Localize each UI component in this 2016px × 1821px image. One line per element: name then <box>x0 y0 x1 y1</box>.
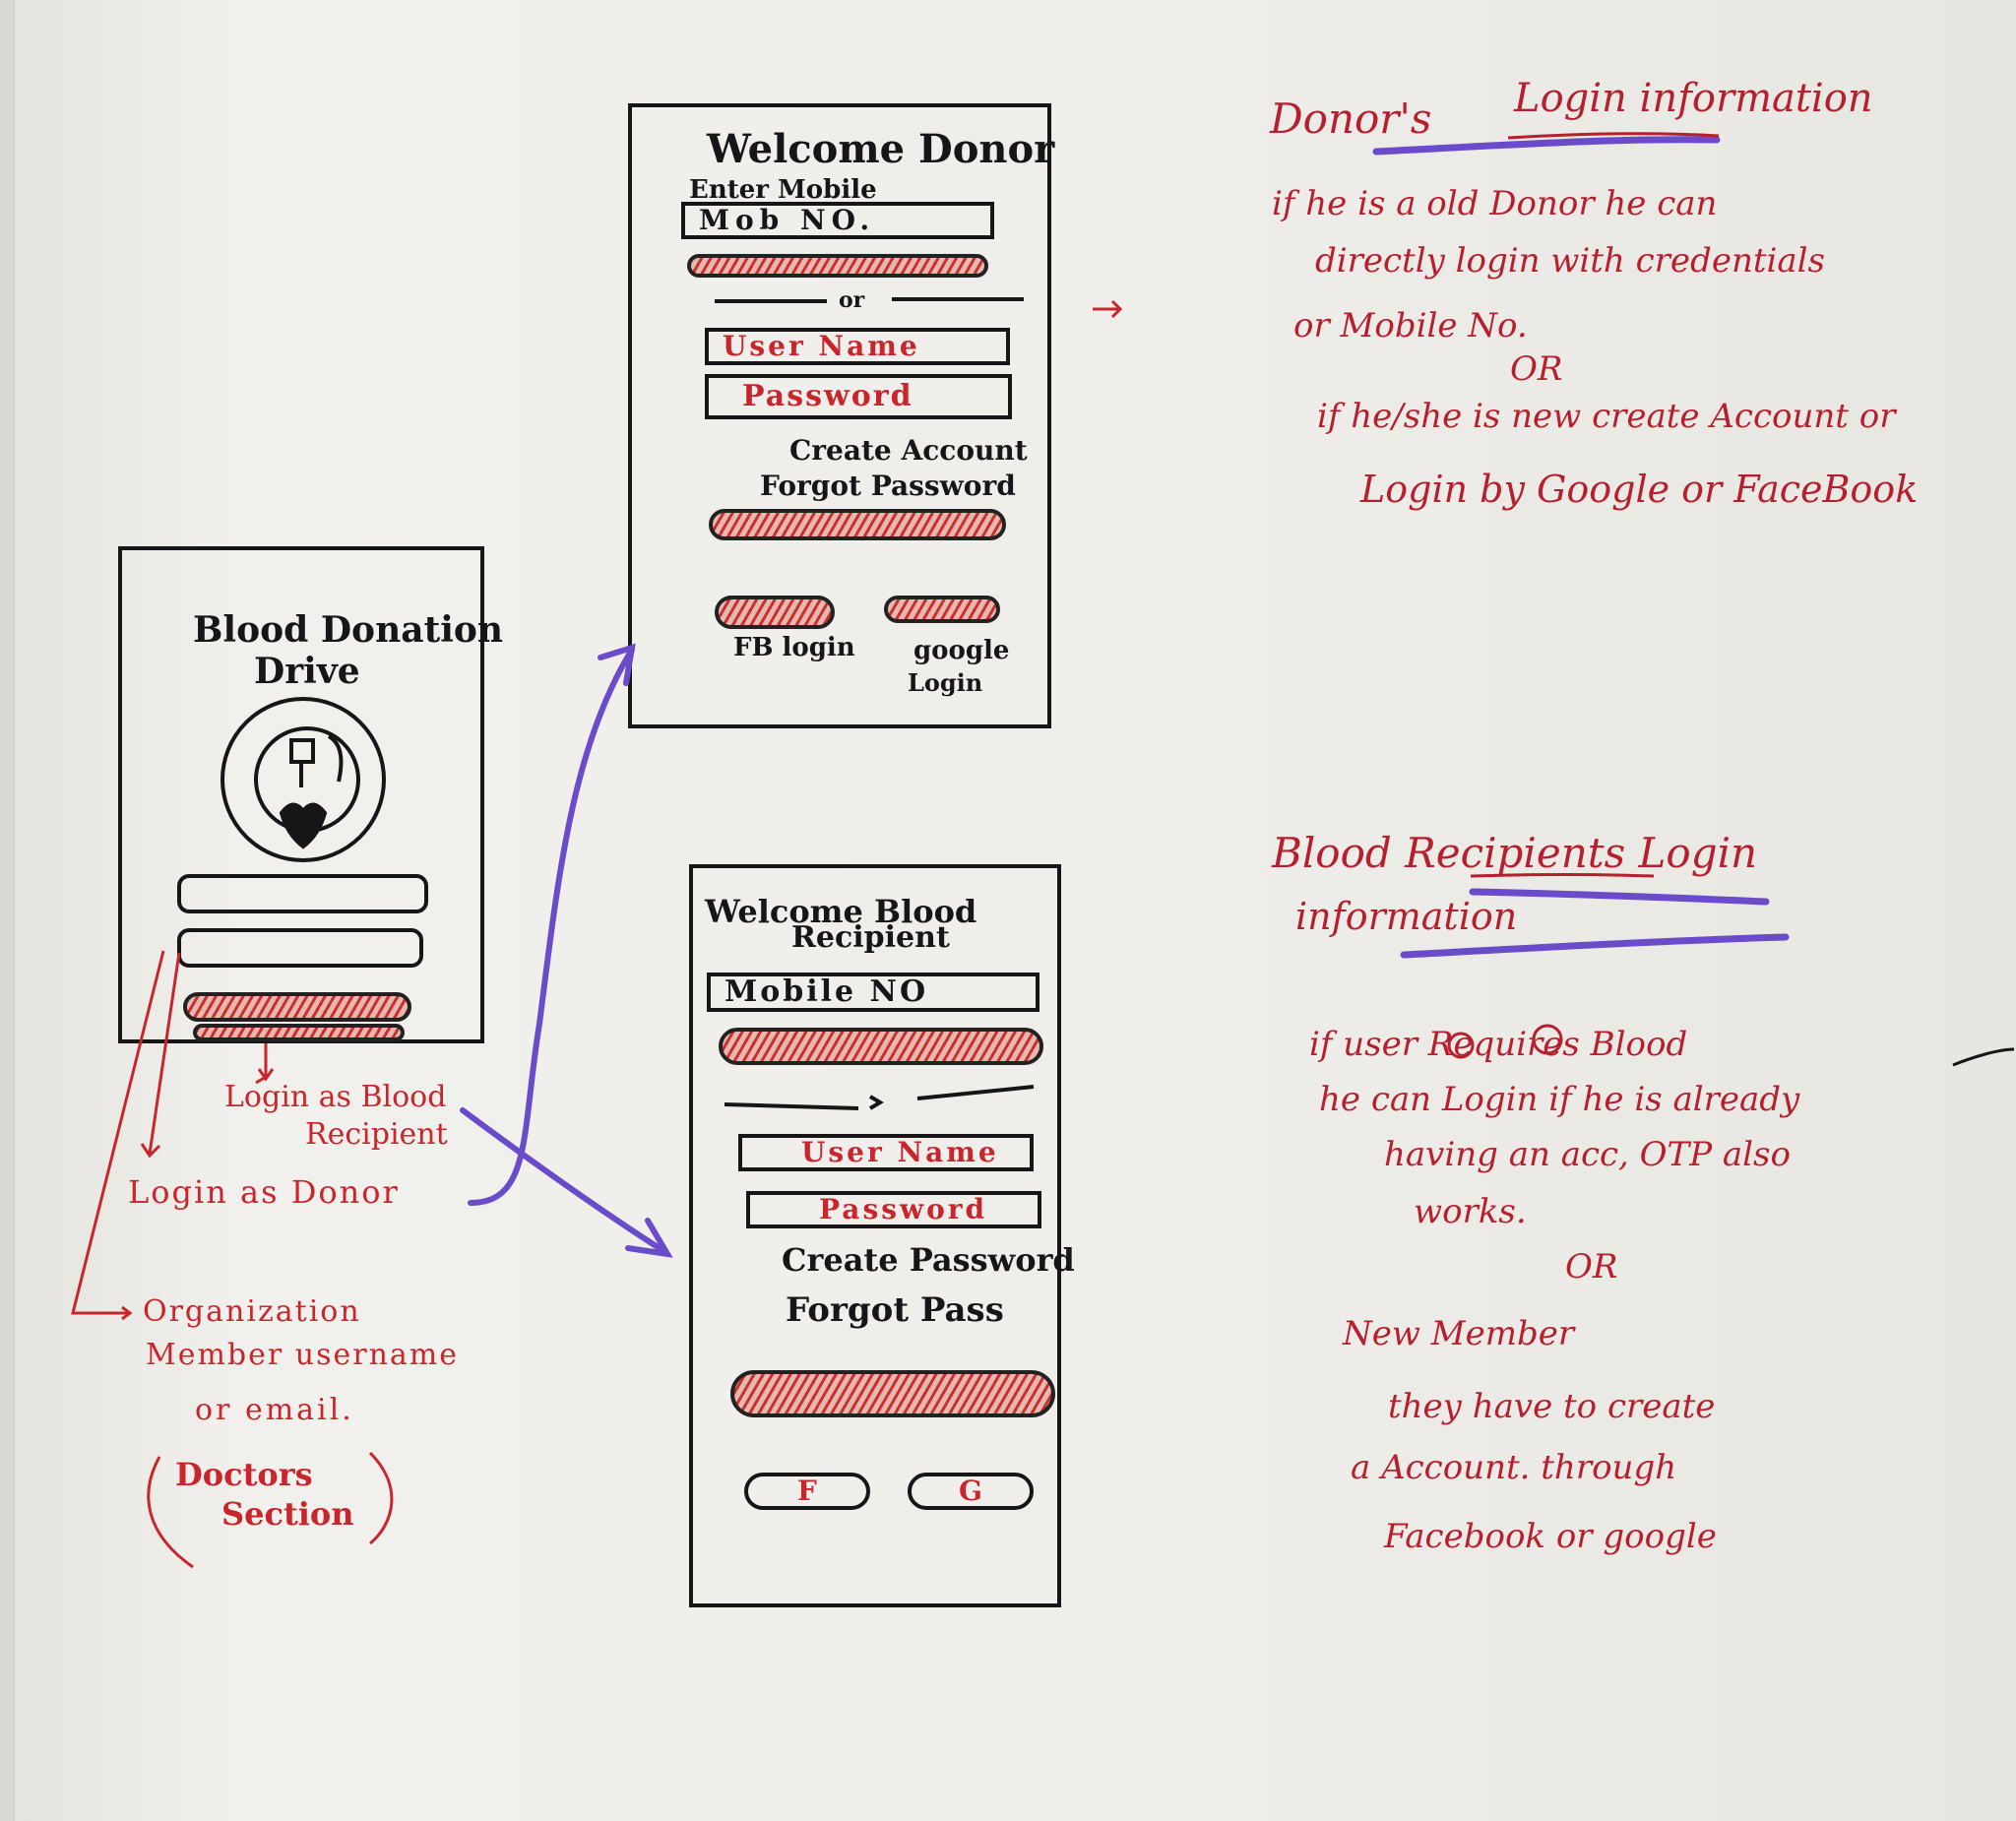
recipient-notes-line-1: if user Requires Blood <box>1309 1025 1688 1064</box>
paper-edge <box>0 0 15 1821</box>
donor-google-login-button[interactable] <box>884 596 1000 623</box>
donor-password-field[interactable]: Password <box>705 374 1012 419</box>
donor-notes-line-5: if he/she is new create Account or <box>1317 397 1896 436</box>
recipient-notes-line-2: he can Login if he is already <box>1319 1080 1800 1119</box>
donor-fb-login-button[interactable] <box>715 596 835 629</box>
doctors-section-line1[interactable]: Doctors <box>175 1456 313 1493</box>
recipient-fb-button[interactable]: F <box>744 1473 870 1510</box>
main-screen-frame <box>118 546 484 1043</box>
recipient-notes-line-9: Facebook or google <box>1384 1517 1717 1556</box>
recipient-notes-line-6: New Member <box>1343 1314 1575 1353</box>
recipient-screen-frame <box>689 864 1061 1607</box>
recipient-password-field[interactable]: Password <box>746 1191 1041 1228</box>
edge-stroke <box>1952 1047 2015 1067</box>
org-member-line3: or email. <box>195 1393 354 1427</box>
heading-underlines <box>1372 136 1790 959</box>
scribble-marks <box>1447 1024 1563 1059</box>
recipient-notes-line-5: OR <box>1565 1247 1618 1287</box>
donor-login-button[interactable] <box>709 509 1006 540</box>
donor-create-account-link[interactable]: Create Account <box>789 434 1028 467</box>
recipient-username-placeholder: User Name <box>801 1136 999 1168</box>
donor-google-label-line2: Login <box>908 668 983 697</box>
donor-send-otp-button[interactable] <box>687 254 988 278</box>
donor-forgot-password-link[interactable]: Forgot Password <box>760 470 1016 502</box>
recipient-notes-line-4: works. <box>1414 1192 1527 1231</box>
donor-fb-login-label: FB login <box>733 633 855 662</box>
recipient-create-password-link[interactable]: Create Password <box>782 1241 1075 1279</box>
donor-divider-lines <box>715 297 1024 303</box>
small-arrow-icon <box>1093 299 1123 319</box>
donor-password-placeholder: Password <box>742 379 914 413</box>
donor-google-label-line1: google <box>914 636 1010 665</box>
org-member-line1[interactable]: Organization <box>143 1294 361 1329</box>
recipient-login-button[interactable] <box>730 1370 1055 1417</box>
donor-mobile-placeholder: Mob NO. <box>699 204 876 236</box>
donor-enter-mobile-label: Enter Mobile <box>689 175 877 205</box>
main-screen-title-line2: Drive <box>254 651 360 692</box>
recipient-mobile-field[interactable]: Mobile NO <box>707 973 1040 1012</box>
main-screen-title-line1: Blood Donation <box>193 609 504 651</box>
donor-notes-heading-part1: Donor's <box>1270 94 1432 143</box>
recipient-notes-heading-line1: Blood Recipients Login <box>1272 829 1758 877</box>
donor-notes-heading-part2: Login information <box>1514 76 1873 121</box>
recipient-title-line1: Welcome Blood <box>705 893 977 930</box>
recipient-notes-line-8: a Account. through <box>1351 1448 1677 1487</box>
arrow-donor-to-donor-screen <box>468 643 636 1206</box>
blood-drop-logo-icon <box>220 697 386 862</box>
donor-notes-line-4: OR <box>1510 349 1563 389</box>
donor-username-field[interactable]: User Name <box>705 328 1010 365</box>
recipient-password-placeholder: Password <box>819 1193 988 1225</box>
heading-underline-red <box>1470 132 1720 878</box>
donor-screen-frame <box>628 103 1051 728</box>
recipient-google-letter: G <box>959 1475 982 1507</box>
recipient-username-field[interactable]: User Name <box>738 1134 1034 1171</box>
recipient-notes-line-3: having an acc, OTP also <box>1384 1135 1791 1174</box>
main-input-2[interactable] <box>177 928 423 968</box>
recipient-google-button[interactable]: G <box>908 1473 1034 1510</box>
recipient-title-line2: Recipient <box>791 920 950 955</box>
main-input-1[interactable] <box>177 874 428 913</box>
main-screen-connectors <box>71 950 394 1569</box>
recipient-send-otp-button[interactable] <box>719 1028 1043 1065</box>
recipient-notes-heading-line2: information <box>1295 895 1518 938</box>
doctors-section-line2: Section <box>221 1495 354 1533</box>
recipient-forgot-password-link[interactable]: Forgot Pass <box>786 1290 1004 1330</box>
donor-screen-title: Welcome Donor <box>707 126 1055 172</box>
donor-notes-line-6: Login by Google or FaceBook <box>1360 468 1919 511</box>
recipient-divider-lines <box>724 1085 1035 1110</box>
donor-notes-line-2: directly login with credentials <box>1315 241 1825 281</box>
recipient-fb-letter: F <box>797 1475 817 1507</box>
recipient-mobile-placeholder: Mobile NO <box>724 974 929 1009</box>
login-as-donor-label[interactable]: Login as Donor <box>128 1173 400 1211</box>
donor-or-divider: or <box>839 287 865 313</box>
login-as-recipient-line1[interactable]: Login as Blood <box>224 1080 447 1114</box>
donor-notes-line-1: if he is a old Donor he can <box>1272 184 1718 223</box>
login-as-recipient-line2[interactable]: Recipient <box>305 1117 448 1152</box>
org-member-line2: Member username <box>146 1338 459 1372</box>
main-signup-button[interactable] <box>193 1024 405 1041</box>
recipient-notes-line-7: they have to create <box>1388 1387 1716 1426</box>
donor-username-placeholder: User Name <box>723 330 920 362</box>
donor-notes-line-3: or Mobile No. <box>1293 306 1528 345</box>
donor-mobile-field[interactable]: Mob NO. <box>681 202 994 239</box>
arrow-recipient-to-recipient-screen <box>460 1107 673 1258</box>
main-login-button[interactable] <box>183 992 411 1022</box>
